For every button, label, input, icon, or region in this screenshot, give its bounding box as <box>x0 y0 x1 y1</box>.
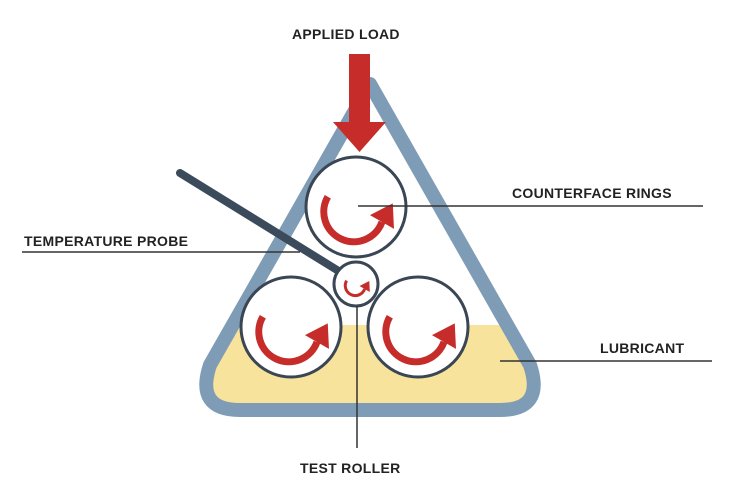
test-roller <box>332 260 380 308</box>
label-temperature-probe: TEMPERATURE PROBE <box>24 233 189 249</box>
temperature-probe <box>176 169 341 274</box>
applied-load-arrow <box>333 54 386 152</box>
label-applied-load: APPLIED LOAD <box>292 26 400 42</box>
rotation-arrow-right-ring <box>382 314 456 366</box>
leader-lines <box>22 205 712 448</box>
triangle-housing <box>199 77 541 417</box>
rotation-arrow-left-ring <box>255 314 329 366</box>
rotation-arrow-test-roller <box>343 279 370 298</box>
rotation-arrows <box>255 194 456 366</box>
label-counterface-rings: COUNTERFACE RINGS <box>512 185 672 201</box>
rotation-arrow-top-ring <box>320 194 394 246</box>
label-test-roller: TEST ROLLER <box>300 460 401 476</box>
label-lubricant: LUBRICANT <box>600 340 685 356</box>
